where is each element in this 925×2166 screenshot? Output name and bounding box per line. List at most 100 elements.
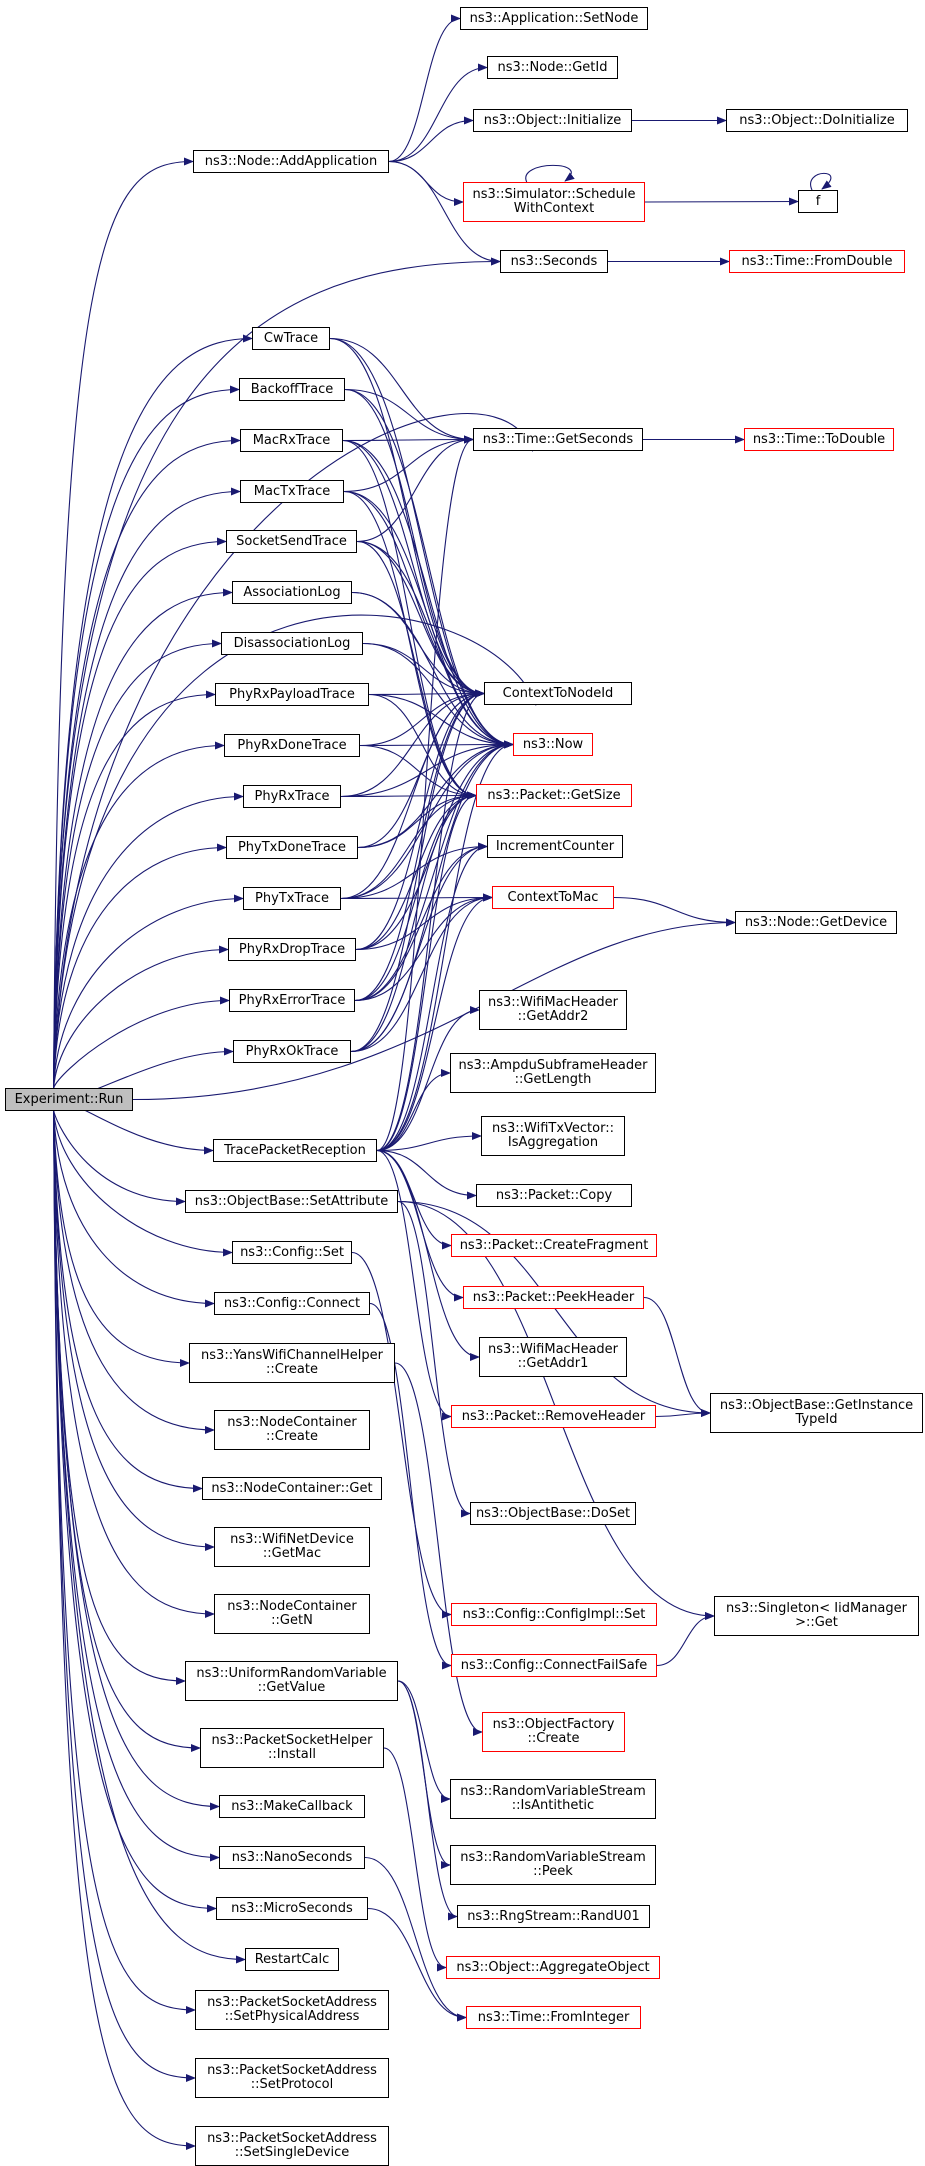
- edge-cfgconnect-to-cfgconnfs: [369, 1302, 452, 1670]
- node-mactx[interactable]: MacTxTrace: [240, 480, 344, 503]
- node-getseconds[interactable]: ns3::Time::GetSeconds: [473, 428, 643, 451]
- node-phyrxpay[interactable]: PhyRxPayloadTrace: [215, 683, 369, 706]
- edge-schedctx-to-schedctx: [525, 164, 575, 183]
- node-yanscreate[interactable]: ns3::YansWifiChannelHelper::Create: [189, 1343, 395, 1383]
- node-label-line: TypeId: [795, 1412, 838, 1427]
- node-now[interactable]: ns3::Now: [513, 733, 593, 756]
- node-psinstall[interactable]: ns3::PacketSocketHelper::Install: [200, 1728, 384, 1768]
- edge-run-to-psaphys: [53, 1110, 196, 2014]
- node-phytxdone[interactable]: PhyTxDoneTrace: [226, 836, 358, 859]
- node-label-line: ::Peek: [533, 1864, 573, 1879]
- node-socksend[interactable]: SocketSendTrace: [226, 530, 357, 553]
- node-disassoc[interactable]: DisassociationLog: [221, 632, 363, 655]
- node-pktcopy[interactable]: ns3::Packet::Copy: [476, 1184, 632, 1207]
- node-psaproto[interactable]: ns3::PacketSocketAddress::SetProtocol: [195, 2058, 389, 2098]
- node-peekhdr[interactable]: ns3::Packet::PeekHeader: [463, 1286, 644, 1309]
- node-phyrxok[interactable]: PhyRxOkTrace: [233, 1040, 351, 1063]
- node-backoff[interactable]: BackoffTrace: [239, 378, 345, 401]
- node-createfrag[interactable]: ns3::Packet::CreateFragment: [451, 1234, 657, 1257]
- node-isanti[interactable]: ns3::RandomVariableStream::IsAntithetic: [450, 1779, 656, 1819]
- node-cfgconnfs[interactable]: ns3::Config::ConnectFailSafe: [451, 1654, 657, 1677]
- node-label-line: ns3::Packet::RemoveHeader: [461, 1408, 646, 1424]
- node-isagg[interactable]: ns3::WifiTxVector::IsAggregation: [481, 1116, 625, 1156]
- node-ncget[interactable]: ns3::NodeContainer::Get: [202, 1477, 382, 1500]
- edge-tracepkt-to-removehdr: [376, 1149, 452, 1421]
- node-label-line: PhyRxDropTrace: [238, 941, 346, 957]
- edge-run-to-mactx: [53, 487, 241, 1089]
- node-phyrxerr[interactable]: PhyRxErrorTrace: [229, 989, 355, 1012]
- node-label-line: ns3::NodeContainer::Get: [211, 1480, 373, 1496]
- node-objfactory[interactable]: ns3::ObjectFactory::Create: [482, 1712, 625, 1752]
- node-cwtrace[interactable]: CwTrace: [252, 327, 330, 350]
- node-addr2[interactable]: ns3::WifiMacHeader::GetAddr2: [479, 990, 627, 1030]
- node-tracepkt[interactable]: TracePacketReception: [213, 1139, 377, 1162]
- node-label-line: ::GetLength: [514, 1072, 592, 1087]
- node-label-line: ns3::Time::FromInteger: [477, 2009, 630, 2025]
- node-ctxmac[interactable]: ContextToMac: [492, 886, 614, 909]
- node-label-line: ns3::Time::FromDouble: [741, 253, 893, 269]
- node-assoc[interactable]: AssociationLog: [232, 581, 352, 604]
- node-cfgset[interactable]: ns3::Config::Set: [232, 1241, 352, 1264]
- node-phyrxdone[interactable]: PhyRxDoneTrace: [224, 734, 360, 757]
- node-addr1[interactable]: ns3::WifiMacHeader::GetAddr1: [479, 1337, 627, 1377]
- node-psaphys[interactable]: ns3::PacketSocketAddress::SetPhysicalAdd…: [195, 1990, 389, 2030]
- node-doinit[interactable]: ns3::Object::DoInitialize: [726, 109, 908, 132]
- edge-addapp-to-setnode: [388, 14, 461, 163]
- node-inccnt[interactable]: IncrementCounter: [487, 835, 623, 858]
- node-singleton[interactable]: ns3::Singleton< IidManager>::Get: [714, 1596, 919, 1636]
- node-ampdulen[interactable]: ns3::AmpduSubframeHeader::GetLength: [450, 1053, 656, 1093]
- node-getid[interactable]: ns3::Node::GetId: [487, 56, 618, 79]
- node-getmac[interactable]: ns3::WifiNetDevice::GetMac: [214, 1527, 370, 1567]
- node-label-line: ns3::NanoSeconds: [231, 1849, 353, 1865]
- node-nccreate[interactable]: ns3::NodeContainer::Create: [214, 1410, 370, 1450]
- node-cfgimplset[interactable]: ns3::Config::ConfigImpl::Set: [451, 1603, 657, 1626]
- node-label-line: ns3::NodeContainer: [227, 1599, 357, 1614]
- node-ctxnode[interactable]: ContextToNodeId: [484, 682, 632, 705]
- node-label-line: ns3::NodeContainer: [227, 1415, 357, 1430]
- node-phyrx[interactable]: PhyRxTrace: [243, 785, 341, 808]
- node-aggobj[interactable]: ns3::Object::AggregateObject: [446, 1956, 660, 1979]
- node-randu01[interactable]: ns3::RngStream::RandU01: [457, 1905, 650, 1928]
- node-getsize[interactable]: ns3::Packet::GetSize: [476, 784, 632, 807]
- node-urvget[interactable]: ns3::UniformRandomVariable::GetValue: [185, 1661, 398, 1701]
- node-f[interactable]: f: [798, 190, 838, 213]
- node-microsec[interactable]: ns3::MicroSeconds: [216, 1897, 368, 1920]
- node-seconds[interactable]: ns3::Seconds: [500, 250, 608, 273]
- node-label-line: ns3::ObjectBase::DoSet: [475, 1505, 631, 1521]
- node-label-line: Experiment::Run: [14, 1091, 124, 1107]
- node-setattr[interactable]: ns3::ObjectBase::SetAttribute: [185, 1190, 398, 1213]
- node-addapp[interactable]: ns3::Node::AddApplication: [193, 150, 389, 173]
- node-label-line: DisassociationLog: [233, 635, 351, 651]
- node-fromint[interactable]: ns3::Time::FromInteger: [466, 2006, 641, 2029]
- node-run[interactable]: Experiment::Run: [5, 1088, 133, 1111]
- edge-phyrxdone-to-getsize: [359, 744, 477, 800]
- edge-phyrxerr-to-ctxmac: [354, 893, 493, 1002]
- node-doset[interactable]: ns3::ObjectBase::DoSet: [470, 1502, 636, 1525]
- node-phyrxdrop[interactable]: PhyRxDropTrace: [228, 938, 356, 961]
- node-cfgconnect[interactable]: ns3::Config::Connect: [214, 1292, 370, 1315]
- node-getdevice[interactable]: ns3::Node::GetDevice: [735, 911, 897, 934]
- node-removehdr[interactable]: ns3::Packet::RemoveHeader: [451, 1405, 656, 1428]
- node-psadev[interactable]: ns3::PacketSocketAddress::SetSingleDevic…: [195, 2126, 389, 2166]
- node-peek[interactable]: ns3::RandomVariableStream::Peek: [450, 1845, 656, 1885]
- node-setnode[interactable]: ns3::Application::SetNode: [460, 7, 648, 30]
- node-label-line: ns3::PacketSocketAddress: [207, 2131, 377, 2146]
- edge-cfgset-to-cfgimplset: [351, 1251, 452, 1619]
- edge-run-to-macrx: [53, 436, 241, 1089]
- edge-run-to-psinstall: [53, 1110, 201, 1752]
- edge-run-to-psadev: [53, 1110, 196, 2150]
- node-todouble[interactable]: ns3::Time::ToDouble: [744, 428, 894, 451]
- node-initialize[interactable]: ns3::Object::Initialize: [473, 109, 632, 132]
- node-label-line: ns3::Simulator::Schedule: [472, 187, 636, 202]
- node-fromdouble[interactable]: ns3::Time::FromDouble: [729, 250, 905, 273]
- node-ncgetn[interactable]: ns3::NodeContainer::GetN: [214, 1594, 370, 1634]
- node-label-line: MacRxTrace: [252, 432, 331, 448]
- edge-run-to-phytxdone: [53, 843, 227, 1089]
- node-mkcb[interactable]: ns3::MakeCallback: [219, 1795, 365, 1818]
- node-restart[interactable]: RestartCalc: [245, 1948, 339, 1971]
- node-phytx[interactable]: PhyTxTrace: [243, 887, 341, 910]
- node-macrx[interactable]: MacRxTrace: [240, 429, 343, 452]
- node-nanosec[interactable]: ns3::NanoSeconds: [219, 1846, 365, 1869]
